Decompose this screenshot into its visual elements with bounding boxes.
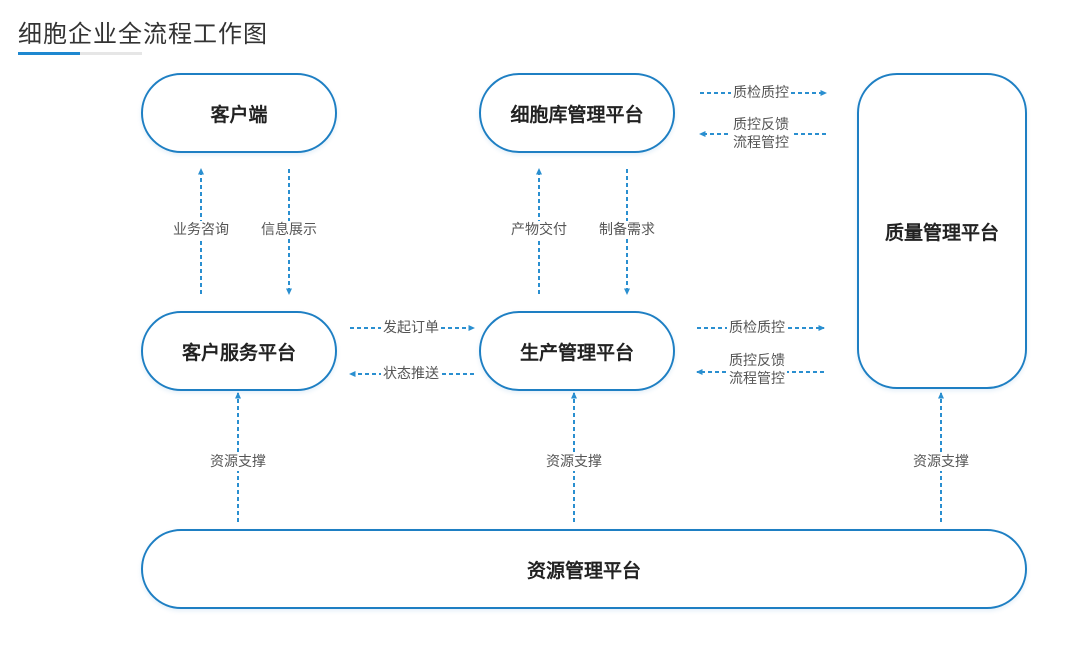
label-resource-support-right: 资源支撑 xyxy=(911,453,971,471)
label-feedback-top: 质控反馈 流程管控 xyxy=(731,116,791,152)
label-qc-top: 质检质控 xyxy=(731,84,791,102)
label-business-consult: 业务咨询 xyxy=(171,221,231,239)
title-underline xyxy=(80,52,142,55)
label-initiate-order: 发起订单 xyxy=(381,319,441,337)
label-product-delivery: 产物交付 xyxy=(509,221,569,239)
cell-bank-platform-box[interactable]: 细胞库管理平台 xyxy=(479,73,675,153)
label-qc-mid: 质检质控 xyxy=(727,319,787,337)
page-title: 细胞企业全流程工作图 xyxy=(18,20,268,48)
label-status-push: 状态推送 xyxy=(381,365,441,383)
quality-platform-box[interactable]: 质量管理平台 xyxy=(857,73,1027,389)
label-resource-support-mid: 资源支撑 xyxy=(544,453,604,471)
label-feedback-mid-line1: 质控反馈 xyxy=(729,353,785,369)
title-underline-accent xyxy=(18,52,80,55)
label-feedback-top-line2: 流程管控 xyxy=(733,135,789,151)
production-platform-box[interactable]: 生产管理平台 xyxy=(479,311,675,391)
label-resource-support-left: 资源支撑 xyxy=(208,453,268,471)
resource-platform-box[interactable]: 资源管理平台 xyxy=(141,529,1027,609)
client-box[interactable]: 客户端 xyxy=(141,73,337,153)
label-info-display: 信息展示 xyxy=(259,221,319,239)
label-feedback-top-line1: 质控反馈 xyxy=(733,117,789,133)
customer-service-platform-box[interactable]: 客户服务平台 xyxy=(141,311,337,391)
label-feedback-mid: 质控反馈 流程管控 xyxy=(727,352,787,388)
label-prep-demand: 制备需求 xyxy=(597,221,657,239)
label-feedback-mid-line2: 流程管控 xyxy=(729,371,785,387)
